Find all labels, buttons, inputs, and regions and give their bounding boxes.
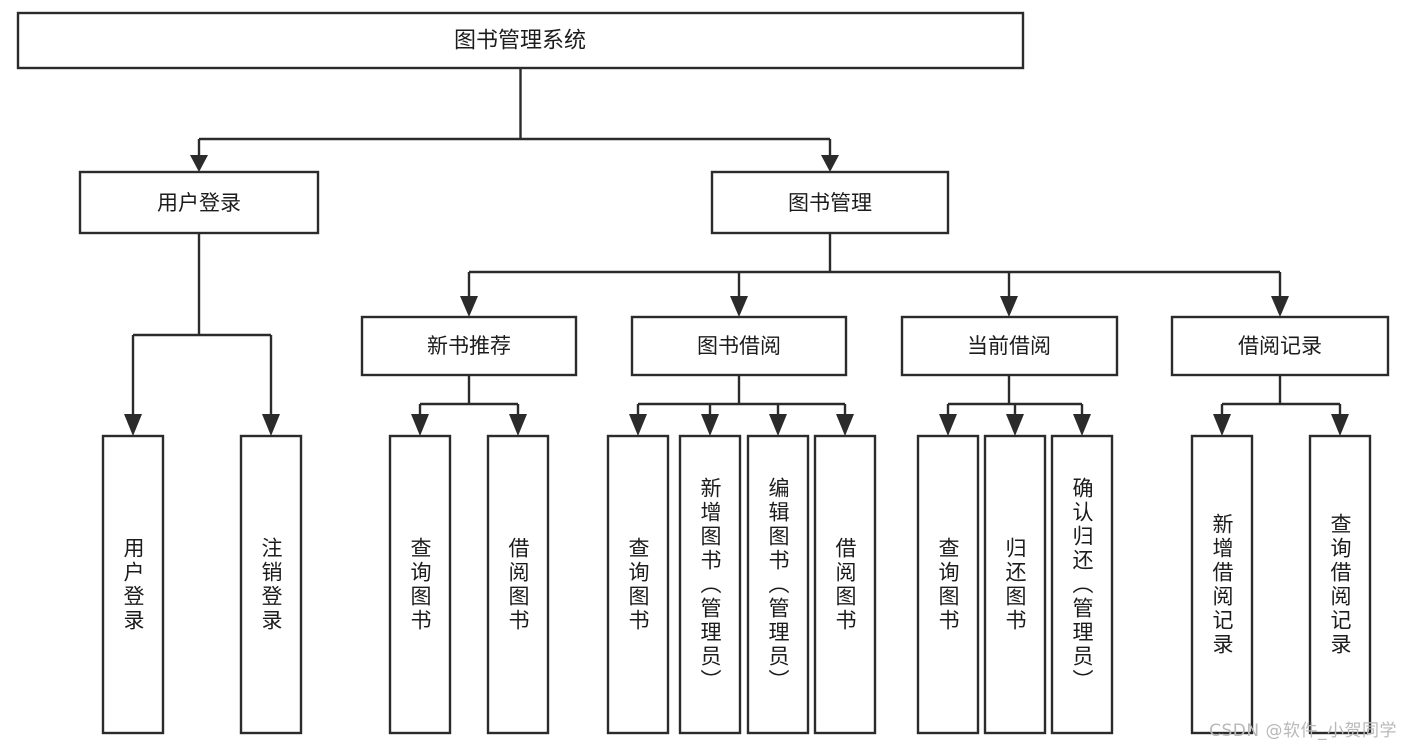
node-user-login-box: [78, 170, 320, 235]
arrowhead-book-borrow-leaf1: [629, 414, 647, 436]
node-root-system[interactable]: 图书管理系统: [16, 11, 1025, 70]
node-borrow-records[interactable]: 借阅记录: [1170, 315, 1390, 377]
node-current-borrow-box: [900, 315, 1119, 377]
node-book-manage-box: [710, 170, 950, 235]
arrowhead-current-borrow-leaf1: [939, 414, 957, 436]
node-user-login[interactable]: 用户登录: [78, 170, 320, 235]
leaf-node-borrow-edit-book-box: [746, 434, 810, 735]
connector-layer: [124, 68, 1349, 436]
leaf-node-borrow-query[interactable]: 查询图书: [606, 434, 670, 735]
arrowhead-user-login-leaf2: [262, 414, 280, 436]
leaf-node-new-book-query-label: 查询图书: [408, 537, 432, 633]
leaf-node-borrow-edit-book-label: 编辑图书（管理员）: [766, 477, 790, 693]
leaf-node-new-book-borrow-label: 借阅图书: [506, 537, 530, 633]
arrowhead-user-login-leaf1: [124, 414, 142, 436]
arrowhead-bm-to-current-borrow: [1000, 296, 1018, 317]
leaf-node-current-query[interactable]: 查询图书: [916, 434, 980, 735]
leaf-node-user-login-login-label: 用户登录: [121, 537, 145, 633]
leaf-node-records-add-box: [1190, 434, 1254, 735]
node-root-system-box: [16, 11, 1025, 70]
leaf-node-current-confirm-return-label: 确认归还（管理员）: [1070, 477, 1094, 693]
leaf-node-borrow-add-book-box: [678, 434, 742, 735]
leaf-node-borrow-add-book[interactable]: 新增图书（管理员）: [678, 434, 742, 735]
leaf-node-records-query-box: [1308, 434, 1372, 735]
leaf-node-borrow-borrow-book-box: [813, 434, 877, 735]
leaf-node-current-query-label: 查询图书: [936, 537, 960, 633]
node-new-book-recommend-label: 新书推荐: [427, 334, 511, 358]
arrowhead-root-to-user-login: [190, 155, 208, 172]
node-book-manage-label: 图书管理: [788, 191, 872, 215]
node-current-borrow[interactable]: 当前借阅: [900, 315, 1119, 377]
node-book-manage[interactable]: 图书管理: [710, 170, 950, 235]
leaf-node-borrow-query-label: 查询图书: [626, 537, 650, 633]
leaf-node-current-confirm-return-box: [1050, 434, 1114, 735]
arrowhead-new-book-leaf1: [411, 414, 429, 436]
leaf-node-new-book-query[interactable]: 查询图书: [388, 434, 452, 735]
node-new-book-recommend[interactable]: 新书推荐: [360, 315, 578, 377]
arrowhead-new-book-leaf2: [509, 414, 527, 436]
node-book-borrow-box: [630, 315, 848, 377]
leaf-node-new-book-query-box: [388, 434, 452, 735]
arrowhead-book-borrow-leaf2: [701, 414, 719, 436]
leaf-node-current-query-box: [916, 434, 980, 735]
node-root-system-label: 图书管理系统: [454, 29, 586, 54]
leaf-node-current-confirm-return[interactable]: 确认归还（管理员）: [1050, 434, 1114, 735]
leaf-node-user-login-login[interactable]: 用户登录: [101, 434, 165, 735]
node-book-borrow[interactable]: 图书借阅: [630, 315, 848, 377]
csdn-watermark: CSDN @软件_小贺同学: [1209, 721, 1397, 741]
leaf-node-records-query-label: 查询借阅记录: [1328, 513, 1352, 657]
leaf-node-user-login-logout[interactable]: 注销登录: [239, 434, 303, 735]
arrowhead-book-borrow-leaf4: [836, 414, 854, 436]
leaf-node-user-login-logout-box: [239, 434, 303, 735]
node-borrow-records-box: [1170, 315, 1390, 377]
leaf-node-records-query[interactable]: 查询借阅记录: [1308, 434, 1372, 735]
leaf-node-user-login-login-box: [101, 434, 165, 735]
arrowhead-current-borrow-leaf2: [1006, 414, 1024, 436]
leaf-node-current-return-label: 归还图书: [1003, 537, 1027, 633]
arrowhead-root-to-book-manage: [821, 155, 839, 172]
node-user-login-label: 用户登录: [157, 191, 241, 215]
leaf-node-current-return-box: [983, 434, 1047, 735]
arrowhead-book-borrow-leaf3: [769, 414, 787, 436]
leaf-node-borrow-add-book-label: 新增图书（管理员）: [698, 477, 722, 693]
arrowhead-borrow-records-leaf2: [1331, 414, 1349, 436]
node-current-borrow-label: 当前借阅: [967, 334, 1051, 358]
arrowhead-bm-to-borrow-records: [1271, 296, 1289, 317]
leaf-node-records-add-label: 新增借阅记录: [1210, 513, 1234, 657]
arrowhead-bm-to-book-borrow: [730, 296, 748, 317]
arrowhead-borrow-records-leaf1: [1213, 414, 1231, 436]
arrowhead-bm-to-new-book: [460, 296, 478, 317]
leaf-node-records-add[interactable]: 新增借阅记录: [1190, 434, 1254, 735]
leaf-node-current-return[interactable]: 归还图书: [983, 434, 1047, 735]
leaf-node-user-login-logout-label: 注销登录: [259, 537, 283, 633]
leaf-node-new-book-borrow[interactable]: 借阅图书: [486, 434, 550, 735]
leaf-node-new-book-borrow-box: [486, 434, 550, 735]
leaf-node-borrow-query-box: [606, 434, 670, 735]
leaf-node-borrow-borrow-book-label: 借阅图书: [833, 537, 857, 633]
leaf-node-borrow-borrow-book[interactable]: 借阅图书: [813, 434, 877, 735]
leaf-node-borrow-edit-book[interactable]: 编辑图书（管理员）: [746, 434, 810, 735]
node-borrow-records-label: 借阅记录: [1238, 334, 1322, 358]
node-new-book-recommend-box: [360, 315, 578, 377]
arrowhead-current-borrow-leaf3: [1073, 414, 1091, 436]
node-book-borrow-label: 图书借阅: [697, 334, 781, 358]
